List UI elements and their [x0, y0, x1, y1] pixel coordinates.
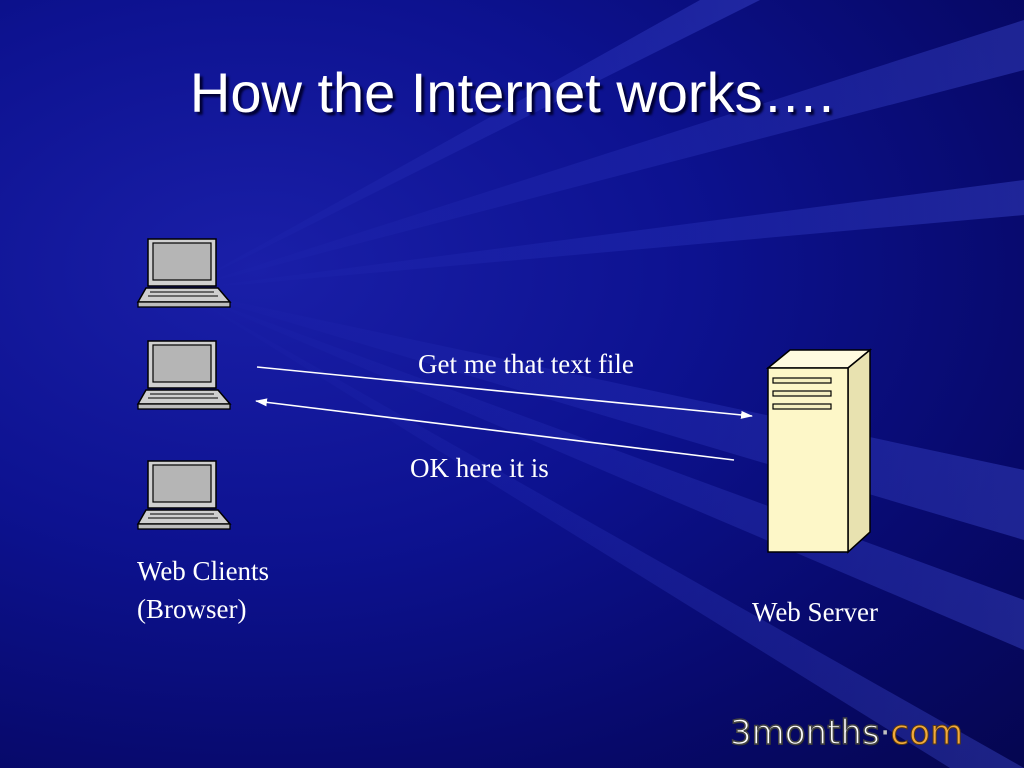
logo-main-text: 3months — [729, 713, 880, 753]
client-label-line2: (Browser) — [137, 594, 247, 624]
slide-title: How the Internet works…. — [189, 61, 835, 124]
server-label: Web Server — [752, 597, 879, 627]
request-message: Get me that text file — [418, 349, 634, 379]
client-label-line1: Web Clients — [137, 556, 270, 586]
logo-tld: com — [890, 713, 964, 753]
response-message: OK here it is — [410, 453, 549, 483]
laptop-icon — [136, 340, 232, 410]
laptop-icon — [136, 460, 232, 530]
arrow-left-icon — [255, 398, 735, 461]
server-icon — [765, 348, 872, 554]
laptop-icon — [136, 238, 232, 308]
logo-dot: · — [879, 713, 891, 753]
brand-logo: 3months·com — [729, 713, 964, 753]
arrow-right-icon — [256, 366, 753, 419]
